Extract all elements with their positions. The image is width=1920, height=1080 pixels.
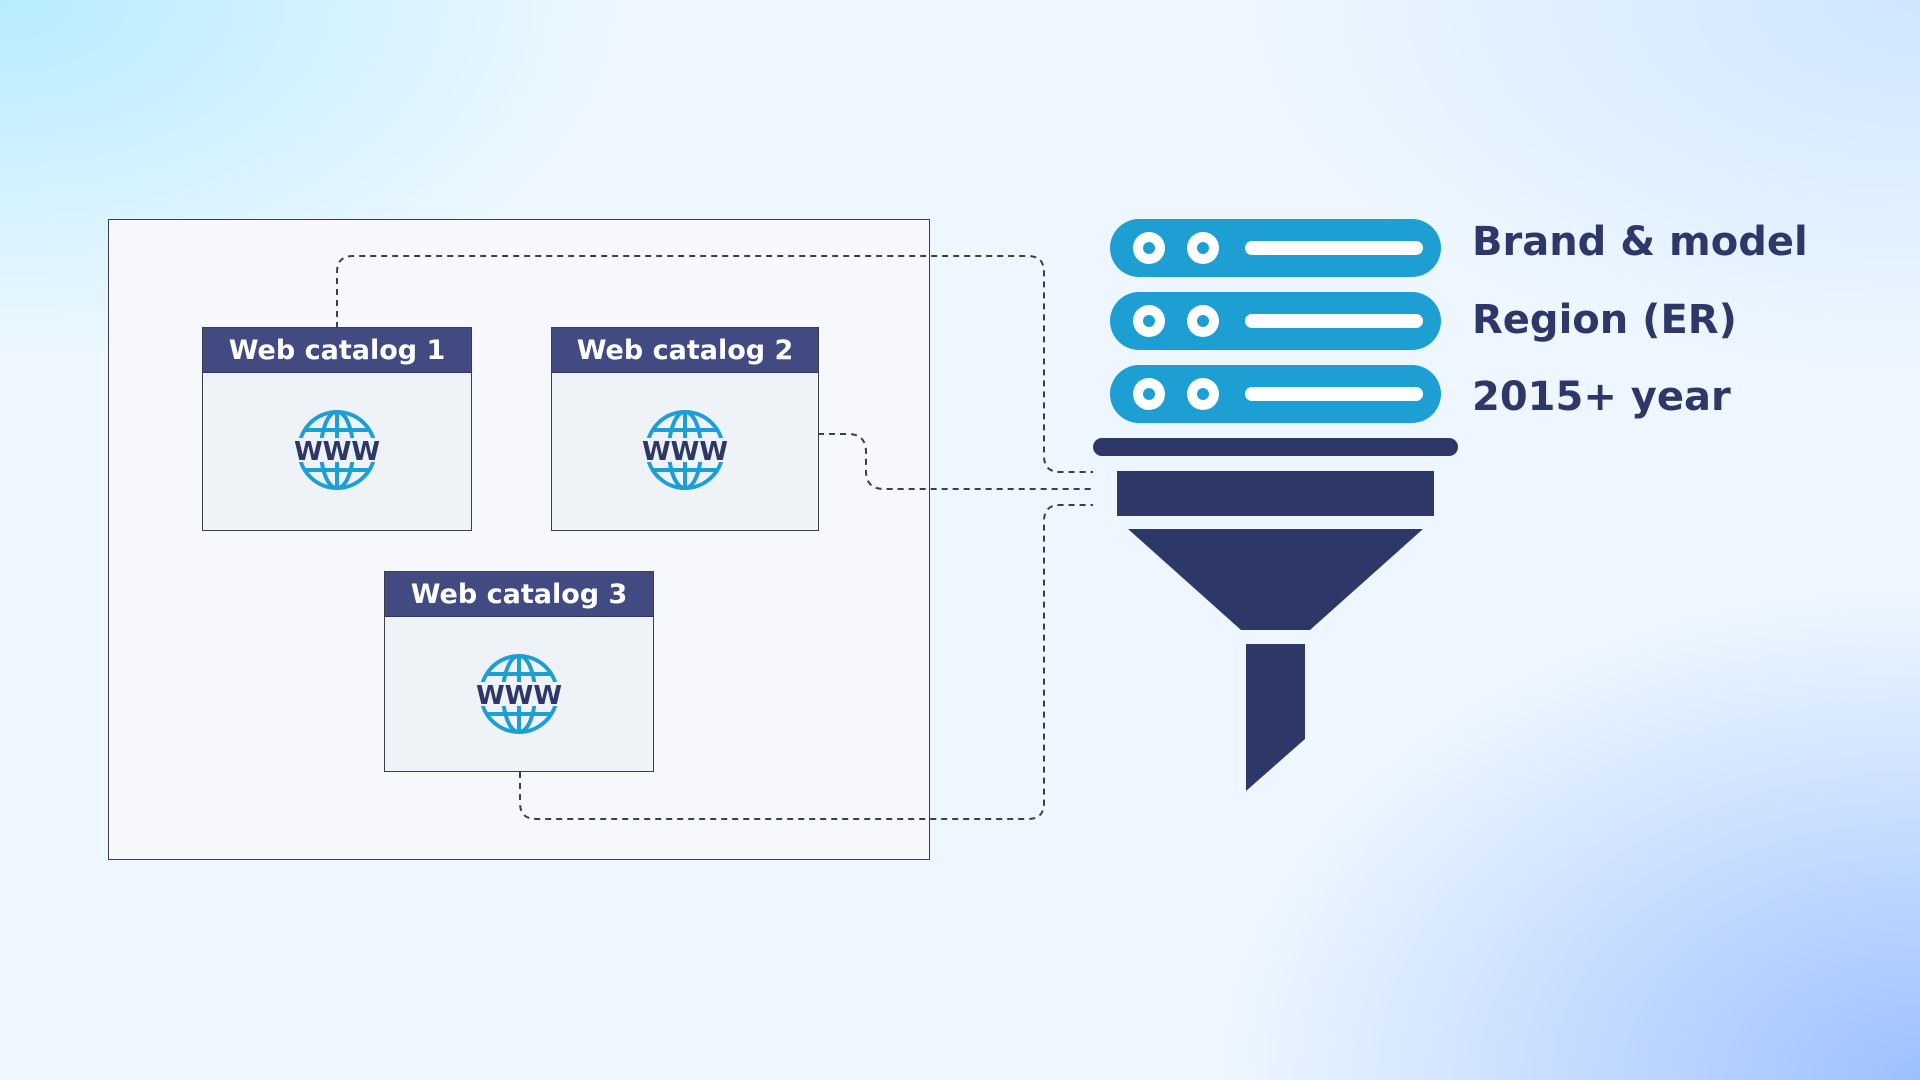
www-globe-icon: WWW bbox=[643, 410, 727, 490]
catalog-title: Web catalog 3 bbox=[385, 572, 653, 617]
web-catalog-3: Web catalog 3 WWW bbox=[384, 571, 654, 772]
www-globe-icon: WWW bbox=[295, 410, 379, 490]
filter-row-icon bbox=[1110, 292, 1441, 350]
www-text: WWW bbox=[643, 437, 727, 467]
filter-label-year: 2015+ year bbox=[1472, 374, 1731, 420]
www-text: WWW bbox=[477, 681, 561, 711]
funnel-icon bbox=[1093, 438, 1458, 791]
filter-row-icon bbox=[1110, 219, 1441, 277]
filter-label-region: Region (ER) bbox=[1472, 297, 1737, 343]
www-globe-icon: WWW bbox=[477, 654, 561, 734]
filter-label-brand-model: Brand & model bbox=[1472, 219, 1808, 265]
web-catalog-1: Web catalog 1 WWW bbox=[202, 327, 472, 531]
web-catalog-2: Web catalog 2 WWW bbox=[551, 327, 819, 531]
catalog-title: Web catalog 2 bbox=[552, 328, 818, 373]
catalog-title: Web catalog 1 bbox=[203, 328, 471, 373]
www-text: WWW bbox=[295, 437, 379, 467]
filter-row-icon bbox=[1110, 365, 1441, 423]
